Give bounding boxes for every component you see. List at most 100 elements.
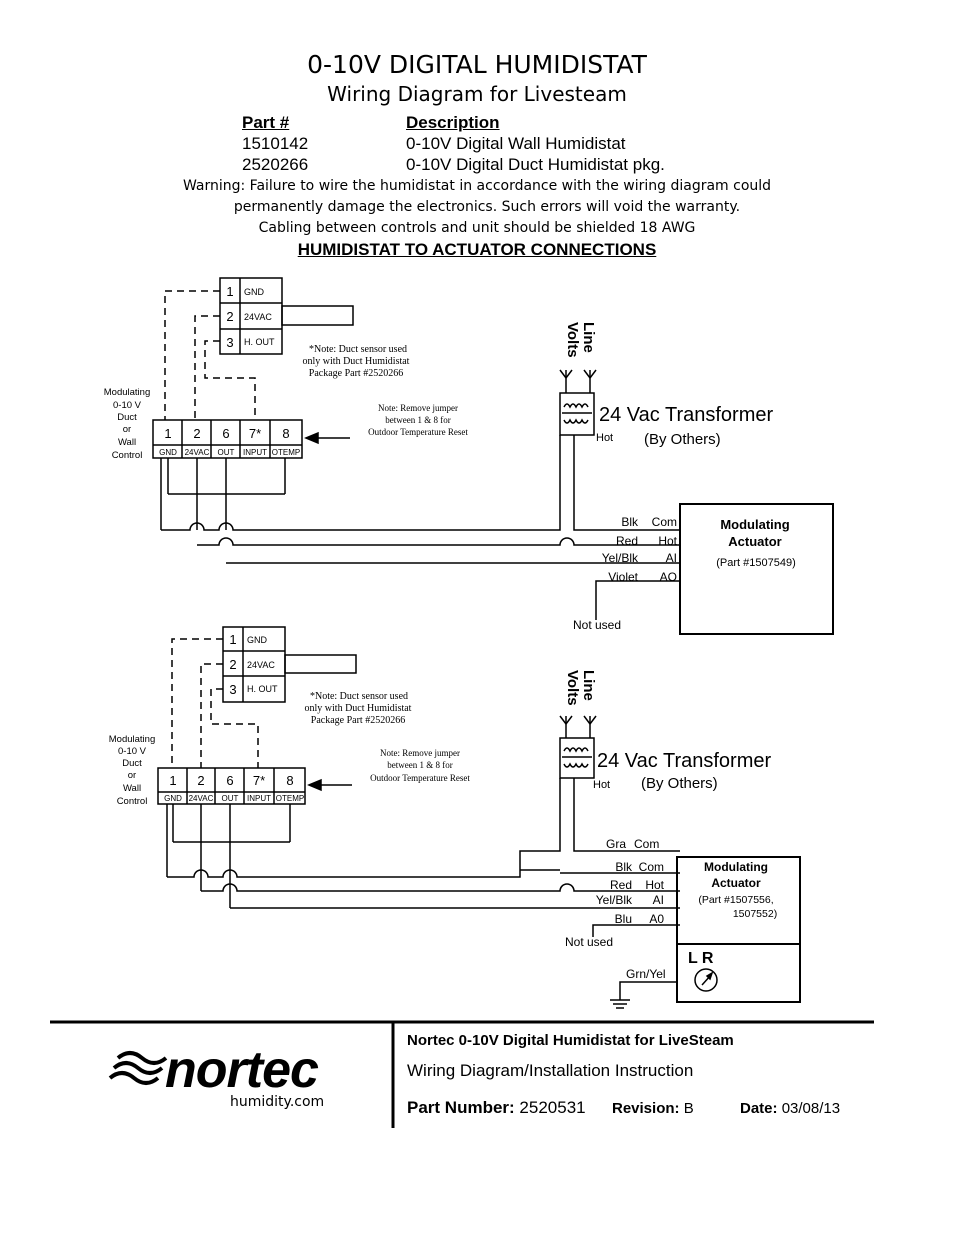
nortec-logo-icon — [108, 1051, 168, 1085]
part-number-value: 2520531 — [519, 1098, 586, 1117]
sensor-terminal-number: 2 — [226, 309, 233, 324]
terminal-number: 6 — [226, 773, 233, 788]
sensor-terminal-number: 3 — [226, 335, 233, 350]
control-label-line: Modulating — [104, 387, 150, 398]
jumper-note-line: Outdoor Temperature Reset — [368, 427, 468, 437]
control-label-line: 0-10 V — [118, 746, 147, 757]
description-column-header: Description — [406, 113, 500, 132]
terminal-label: INPUT — [247, 794, 271, 803]
actuator-title: Actuator — [728, 534, 781, 549]
terminal-label: OUT — [222, 794, 239, 803]
hot-label: Hot — [593, 779, 610, 791]
jumper-note-line: Outdoor Temperature Reset — [370, 773, 470, 783]
terminal-number: 1 — [164, 426, 171, 441]
sensor-terminal-number: 3 — [229, 682, 236, 697]
warning-line: Cabling between controls and unit should… — [258, 220, 696, 236]
terminal-number: 8 — [282, 426, 289, 441]
date-label: Date: — [740, 1100, 778, 1117]
hot-label: Hot — [596, 432, 613, 444]
line-volts-label: Volts — [564, 670, 581, 706]
part-description: 0-10V Digital Duct Humidistat pkg. — [406, 155, 665, 174]
wire-color: Yel/Blk — [602, 551, 639, 565]
transformer-label: 24 Vac Transformer — [597, 750, 771, 772]
section-heading: HUMIDISTAT TO ACTUATOR CONNECTIONS — [297, 240, 657, 259]
page-title: 0-10V DIGITAL HUMIDISTAT — [307, 50, 647, 79]
actuator-terminal: A0 — [649, 912, 664, 926]
footer-frame — [50, 1020, 874, 1128]
terminal-label: OTEMP — [276, 794, 304, 803]
footer-title: Nortec 0-10V Digital Humidistat for Live… — [407, 1032, 734, 1049]
jumper-note-line: Note: Remove jumper — [380, 748, 460, 758]
transformer-symbol — [559, 392, 595, 436]
control-label-line: 0-10 V — [113, 400, 142, 411]
control-label-line: Duct — [117, 412, 137, 423]
control-label-line: Wall — [118, 437, 136, 448]
wire-color: Red — [610, 878, 632, 892]
brand-logo-text: nortec — [165, 1041, 319, 1099]
actuator-terminal: AO — [660, 570, 677, 584]
by-others-label: (By Others) — [641, 775, 718, 792]
footer-part-number: Part Number: 2520531 — [407, 1098, 586, 1118]
sensor-terminal-label: 24VAC — [247, 660, 275, 670]
actuator-title: Modulating — [720, 517, 789, 532]
terminal-number: 7* — [253, 773, 265, 788]
terminal-block — [157, 767, 306, 805]
ground-wire-label: Grn/Yel — [626, 967, 666, 981]
sensor-terminal-number: 1 — [229, 632, 236, 647]
terminal-number: 1 — [169, 773, 176, 788]
sensor-terminal-number: 2 — [229, 657, 236, 672]
sensor-note-line: Package Part #2520266 — [311, 715, 405, 726]
actuator-terminal: Com — [634, 837, 659, 851]
not-used-label: Not used — [565, 935, 613, 949]
line-volts-label: Line — [580, 322, 597, 353]
modulating-actuator — [679, 503, 834, 635]
line-volts-label: Line — [580, 670, 597, 701]
revision-label: Revision: — [612, 1100, 680, 1117]
footer-revision: Revision: B — [612, 1100, 694, 1117]
wire-color: Yel/Blk — [596, 893, 633, 907]
terminal-label: 24VAC — [185, 448, 210, 457]
sensor-note-line: only with Duct Humidistat — [303, 356, 410, 367]
rotation-dial-icon — [694, 968, 718, 992]
footer-date: Date: 03/08/13 — [740, 1100, 840, 1117]
jumper-note-line: between 1 & 8 for — [387, 760, 452, 770]
terminal-label: GND — [159, 448, 177, 457]
diagram-2 — [157, 626, 801, 1009]
actuator-terminal: Com — [639, 860, 664, 874]
lr-label: L R — [688, 950, 714, 967]
jumper-note-line: Note: Remove jumper — [378, 403, 458, 413]
line-volts-label: Volts — [564, 322, 581, 358]
terminal-label: OUT — [218, 448, 235, 457]
wire-color: Blk — [621, 515, 639, 529]
wire-color: Blk — [615, 860, 633, 874]
wire-color: Red — [616, 534, 638, 548]
control-label-line: Control — [112, 450, 143, 461]
terminal-label: OTEMP — [272, 448, 300, 457]
footer-subtitle: Wiring Diagram/Installation Instruction — [407, 1061, 694, 1080]
control-label-line: Modulating — [109, 734, 155, 745]
actuator-title: Actuator — [711, 876, 761, 890]
control-label-line: Wall — [123, 783, 141, 794]
actuator-terminal: AI — [666, 551, 677, 565]
terminal-label: 24VAC — [189, 794, 214, 803]
control-label-line: Duct — [122, 758, 142, 769]
terminal-label: GND — [164, 794, 182, 803]
sensor-note-line: Package Part #2520266 — [309, 368, 403, 379]
sensor-terminal-label: H. OUT — [244, 337, 275, 347]
actuator-part: 1507552) — [733, 908, 777, 920]
sensor-terminal-label: H. OUT — [247, 684, 278, 694]
wire-color: Violet — [608, 570, 638, 584]
part-column-header: Part # — [242, 113, 290, 132]
date-value: 03/08/13 — [781, 1100, 841, 1117]
part-number-label: Part Number: — [407, 1098, 515, 1117]
terminal-number: 2 — [197, 773, 204, 788]
warning-line: Warning: Failure to wire the humidistat … — [182, 178, 772, 194]
sensor-terminal-label: GND — [247, 635, 268, 645]
terminal-number: 2 — [193, 426, 200, 441]
sensor-terminal-number: 1 — [226, 284, 233, 299]
sensor-note-line: *Note: Duct sensor used — [310, 691, 408, 702]
part-number: 1510142 — [242, 134, 309, 153]
transformer-symbol — [559, 737, 595, 779]
actuator-part: (Part #1507556, — [698, 894, 773, 906]
